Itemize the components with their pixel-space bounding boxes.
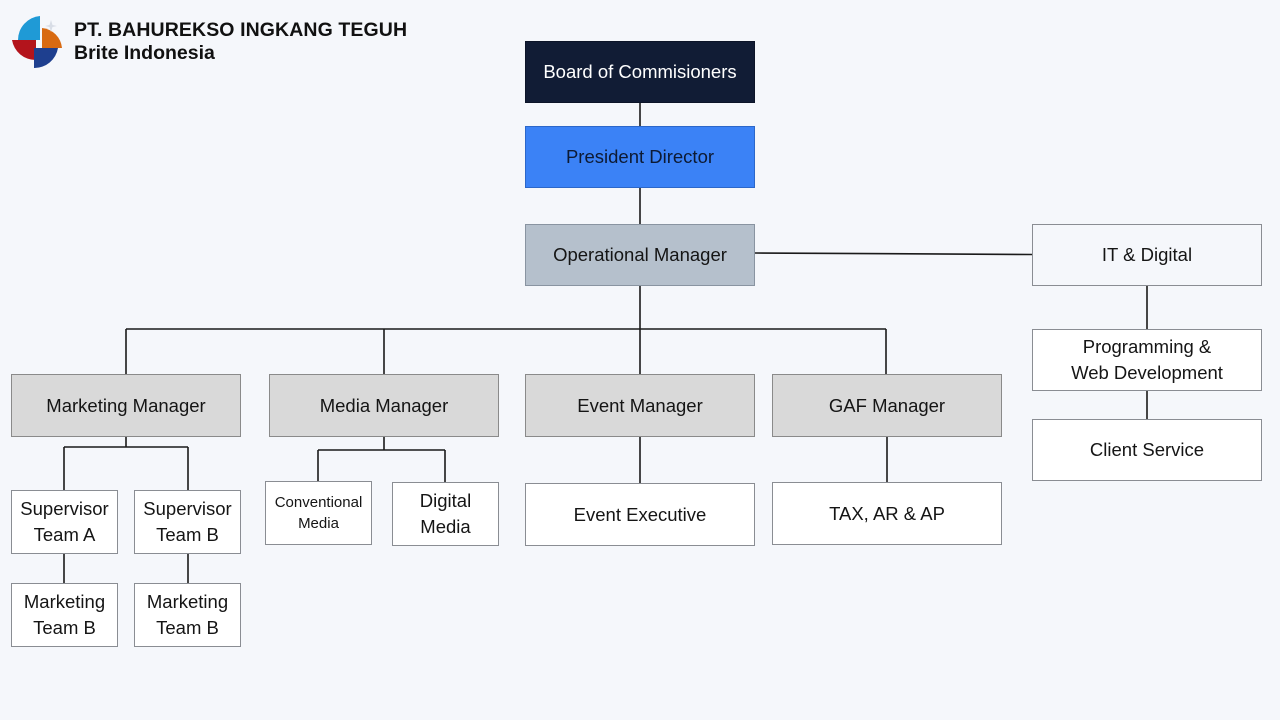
president-director-box[interactable]: President Director bbox=[525, 126, 755, 188]
digital-media-line2: Media bbox=[420, 516, 471, 537]
logo-petal-light-blue bbox=[17, 16, 40, 40]
digital-media-box[interactable]: Digital Media bbox=[392, 482, 499, 546]
operational-manager-box[interactable]: Operational Manager bbox=[525, 224, 755, 286]
tax-ar-ap-label: TAX, AR & AP bbox=[829, 502, 945, 524]
operational-label: Operational Manager bbox=[553, 244, 727, 265]
supervisor-team-b-box[interactable]: Supervisor Team B bbox=[134, 490, 241, 554]
marketing-manager-label: Marketing Manager bbox=[46, 394, 206, 416]
client-service-label: Client Service bbox=[1089, 439, 1205, 460]
company-name: PT. BAHUREKSO INGKANG TEGUH bbox=[74, 19, 408, 41]
marketing-team-a-line1: Marketing bbox=[23, 591, 106, 612]
media-manager-label: Media Manager bbox=[319, 394, 449, 416]
company-header: PT. BAHUREKSO INGKANG TEGUH Brite Indone… bbox=[10, 14, 430, 70]
logo-petal-dark-blue bbox=[34, 48, 58, 68]
supervisor-b-line2: Team B bbox=[156, 524, 219, 545]
supervisor-b-line1: Supervisor bbox=[143, 498, 232, 519]
conventional-media-line2: Media bbox=[298, 515, 339, 532]
gaf-manager-label: GAF Manager bbox=[828, 394, 946, 416]
marketing-team-b-line2: Team B bbox=[156, 617, 219, 638]
marketing-manager-box[interactable]: Marketing Manager bbox=[11, 374, 241, 437]
logo-petal-red bbox=[12, 40, 36, 61]
conventional-media-box[interactable]: Conventional Media bbox=[265, 481, 372, 545]
board-of-commissioners-box[interactable]: Board of Commisioners bbox=[525, 41, 755, 103]
conventional-media-line1: Conventional bbox=[274, 494, 363, 511]
programming-label-line2: Web Development bbox=[1071, 362, 1223, 383]
logo-sparkle bbox=[45, 20, 57, 32]
brite-indonesia-logo-icon bbox=[12, 16, 62, 68]
supervisor-team-a-box[interactable]: Supervisor Team A bbox=[11, 490, 118, 554]
marketing-team-under-b-box[interactable]: Marketing Team B bbox=[134, 583, 241, 647]
supervisor-a-line1: Supervisor bbox=[20, 498, 109, 519]
it-digital-box[interactable]: IT & Digital bbox=[1032, 224, 1262, 286]
marketing-team-under-a-box[interactable]: Marketing Team B bbox=[11, 583, 118, 647]
president-label: President Director bbox=[565, 146, 715, 167]
programming-label-line1: Programming & bbox=[1082, 336, 1212, 357]
it-digital-label: IT & Digital bbox=[1101, 244, 1193, 265]
gaf-manager-box[interactable]: GAF Manager bbox=[772, 374, 1002, 437]
programming-web-development-box[interactable]: Programming & Web Development bbox=[1032, 329, 1262, 391]
marketing-team-b-line1: Marketing bbox=[146, 591, 229, 612]
logo-petal-orange bbox=[42, 28, 62, 48]
connector-operational-it bbox=[754, 252, 1033, 256]
brand-name: Brite Indonesia bbox=[74, 42, 215, 64]
client-service-box[interactable]: Client Service bbox=[1032, 419, 1262, 481]
tax-ar-ap-box[interactable]: TAX, AR & AP bbox=[772, 482, 1002, 545]
event-executive-box[interactable]: Event Executive bbox=[525, 483, 755, 546]
supervisor-a-line2: Team A bbox=[33, 524, 96, 545]
media-manager-box[interactable]: Media Manager bbox=[269, 374, 499, 437]
digital-media-line1: Digital bbox=[419, 490, 472, 511]
event-manager-label: Event Manager bbox=[577, 394, 703, 416]
marketing-team-a-line2: Team B bbox=[33, 617, 96, 638]
board-label: Board of Commisioners bbox=[543, 61, 737, 82]
event-manager-box[interactable]: Event Manager bbox=[525, 374, 755, 437]
event-executive-label: Event Executive bbox=[573, 503, 707, 525]
